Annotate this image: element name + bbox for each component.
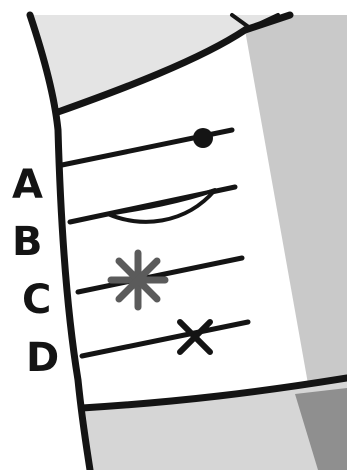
label-a: A bbox=[12, 162, 43, 208]
dot-marker bbox=[193, 128, 213, 148]
label-d: D bbox=[26, 335, 59, 381]
asterisk-marker bbox=[111, 253, 165, 307]
label-b: B bbox=[12, 219, 43, 265]
label-c: C bbox=[22, 277, 51, 323]
